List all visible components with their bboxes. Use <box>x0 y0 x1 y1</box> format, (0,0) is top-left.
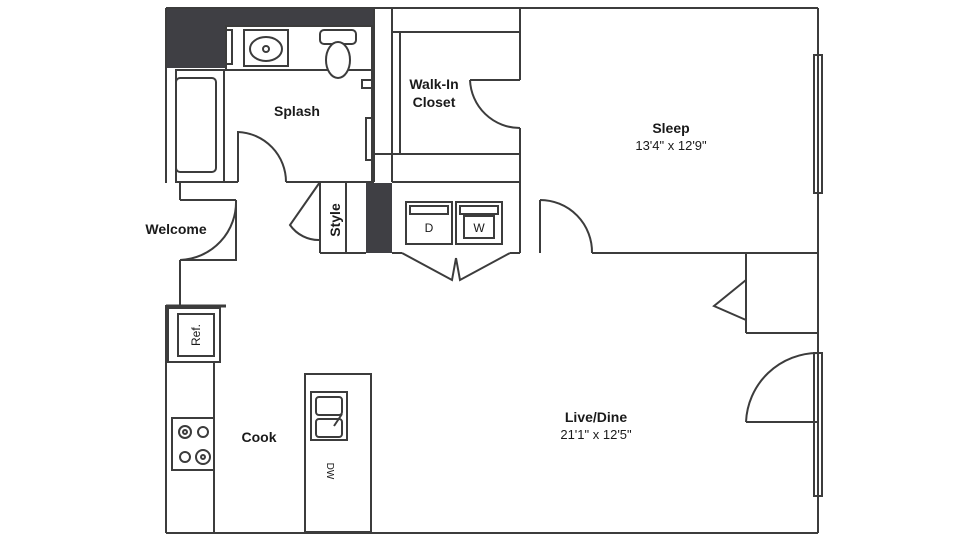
room-label-walk-in-closet-line2: Closet <box>412 94 456 110</box>
bathroom-door <box>237 130 288 183</box>
room-label-live-dine: Live/Dine <box>564 409 628 425</box>
closet-door-right <box>712 279 747 321</box>
appliance-label-dryer: D <box>424 221 434 235</box>
bedroom-window <box>813 54 823 194</box>
walk-in-closet-walls <box>374 8 521 253</box>
stove <box>171 417 215 471</box>
toilet <box>319 29 357 79</box>
bathroom-sink <box>243 29 289 67</box>
room-label-welcome: Welcome <box>145 221 207 237</box>
wall-block-style <box>366 183 392 253</box>
kitchen-sink <box>310 391 348 441</box>
appliance-label-dishwasher: DW <box>324 462 335 480</box>
room-label-style: Style <box>327 203 343 237</box>
living-window <box>813 352 823 497</box>
appliance-label-refrigerator: Ref. <box>189 324 203 347</box>
room-label-splash: Splash <box>274 103 320 119</box>
entry-door <box>179 199 238 261</box>
room-dimensions-sleep: 13'4" x 12'9" <box>635 138 707 153</box>
exterior-walls <box>165 7 819 534</box>
style-closet-door <box>288 181 321 242</box>
bedroom-door <box>539 199 594 254</box>
room-dimensions-live-dine: 21'1" x 12'5" <box>560 427 632 442</box>
room-label-cook: Cook <box>241 429 277 445</box>
balcony-door <box>745 351 819 423</box>
laundry-doors <box>401 252 511 282</box>
room-label-walk-in-closet-line1: Walk-In <box>409 76 459 92</box>
bathtub <box>175 77 217 173</box>
appliance-label-washer: W <box>473 221 485 235</box>
room-label-sleep: Sleep <box>652 120 690 136</box>
